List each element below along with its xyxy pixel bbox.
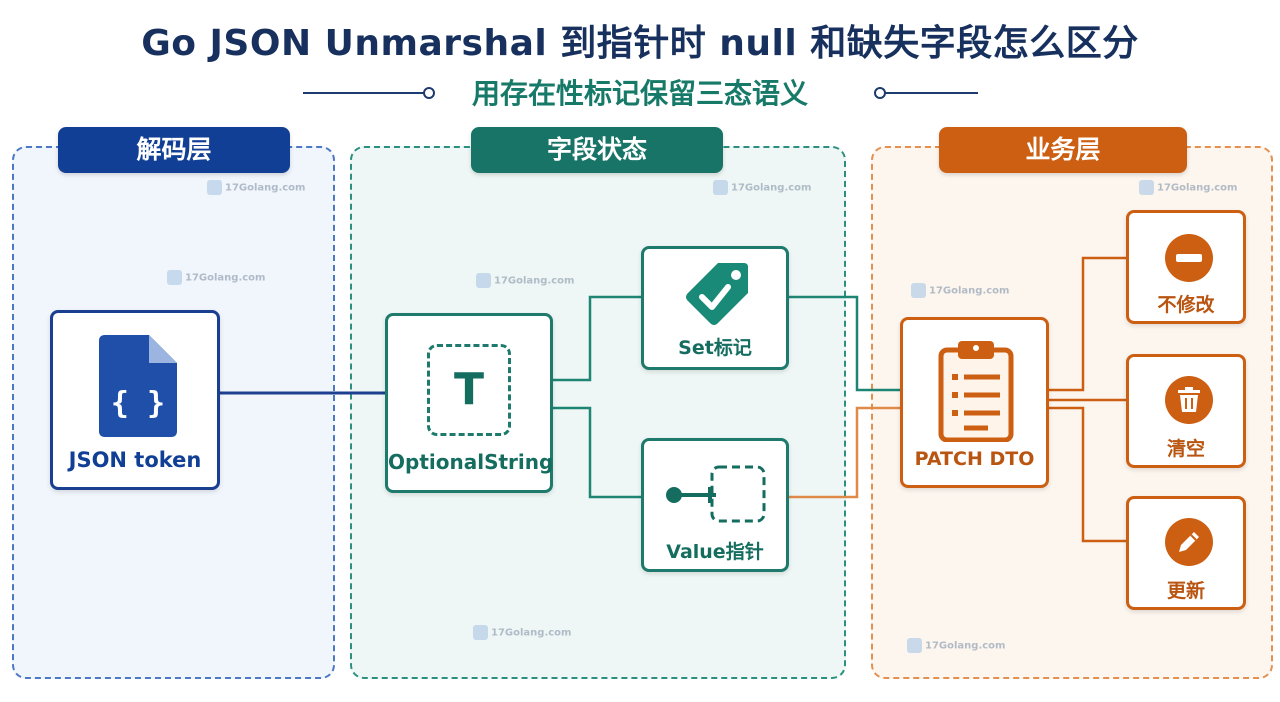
set-flag-node: Set标记 [641, 246, 789, 370]
value-pointer-node: Value指针 [641, 438, 789, 572]
update-node: 更新 [1126, 496, 1246, 610]
clipboard-icon [938, 341, 1014, 442]
set-flag-label: Set标记 [678, 337, 752, 359]
decode-layer-title: 解码层 [58, 127, 290, 173]
pencil-icon [1165, 518, 1213, 566]
optional-string-label: OptionalString [388, 450, 554, 474]
optional-string-node: T OptionalString [385, 313, 553, 493]
clear-label: 清空 [1166, 438, 1205, 460]
watermark-logo-icon [907, 638, 922, 653]
connector-optional-to-set [551, 295, 643, 382]
json-token-label: JSON token [68, 448, 202, 472]
watermark: 17Golang.com [1139, 180, 1237, 195]
type-param-t-glyph: T [453, 364, 484, 415]
subtitle-left-dot [423, 87, 435, 99]
watermark-logo-icon [1139, 180, 1154, 195]
diagram-subtitle: 用存在性标记保留三态语义 [471, 77, 808, 110]
trash-icon [1165, 376, 1213, 424]
watermark-logo-icon [476, 273, 491, 288]
watermark: 17Golang.com [907, 638, 1005, 653]
subtitle-left-line [303, 92, 427, 94]
watermark-logo-icon [911, 283, 926, 298]
subtitle-right-line [884, 92, 978, 94]
svg-text:{ }: { } [111, 386, 165, 421]
watermark: 17Golang.com [473, 625, 571, 640]
update-label: 更新 [1166, 580, 1205, 602]
minus-circle-icon [1165, 234, 1213, 282]
business-layer-title: 业务层 [939, 127, 1187, 173]
watermark-logo-icon [473, 625, 488, 640]
clear-node: 清空 [1126, 354, 1246, 468]
type-param-t-icon: T [427, 344, 511, 436]
connector-patch-to-update [1047, 406, 1128, 543]
watermark: 17Golang.com [713, 180, 811, 195]
connector-value-to-patch [787, 406, 902, 499]
field-state-title: 字段状态 [471, 127, 723, 173]
no-change-node: 不修改 [1126, 210, 1246, 324]
watermark: 17Golang.com [911, 283, 1009, 298]
value-pointer-label: Value指针 [666, 541, 764, 563]
watermark: 17Golang.com [207, 180, 305, 195]
watermark-logo-icon [207, 180, 222, 195]
watermark: 17Golang.com [476, 273, 574, 288]
patch-dto-node: PATCH DTO [900, 317, 1049, 488]
json-file-icon: { } [99, 335, 177, 437]
watermark-logo-icon [167, 270, 182, 285]
tag-check-icon [686, 263, 748, 325]
pointer-icon [666, 465, 766, 523]
connector-patch-to-nochange [1047, 256, 1128, 392]
no-change-label: 不修改 [1157, 294, 1215, 316]
watermark-logo-icon [713, 180, 728, 195]
connector-optional-to-value [551, 406, 643, 499]
watermark: 17Golang.com [167, 270, 265, 285]
connector-set-to-patch [787, 295, 902, 392]
patch-dto-label: PATCH DTO [914, 448, 1035, 470]
diagram-title: Go JSON Unmarshal 到指针时 null 和缺失字段怎么区分 [141, 23, 1139, 64]
json-token-node: { } JSON token [50, 310, 220, 490]
